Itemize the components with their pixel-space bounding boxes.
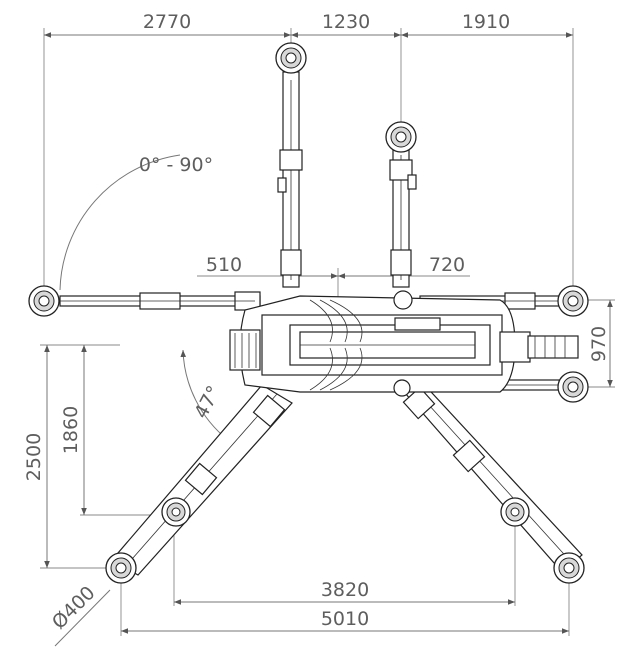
dim-inner-right: 720 bbox=[429, 254, 465, 276]
vertical-outrigger-right bbox=[389, 149, 417, 288]
pad-top-right-vertical bbox=[385, 121, 417, 153]
pad-bottom-right-inner bbox=[500, 497, 530, 527]
pad-left bbox=[28, 285, 60, 317]
horizontal-outrigger-left bbox=[59, 291, 261, 311]
dim-top-left: 2770 bbox=[143, 11, 191, 33]
dimension-lines bbox=[44, 32, 613, 647]
machine bbox=[59, 71, 583, 576]
dim-left-inner-vertical: 1860 bbox=[60, 406, 82, 454]
chassis bbox=[229, 290, 579, 397]
dim-bottom-outer: 5010 bbox=[321, 608, 369, 630]
diagonal-outrigger-right bbox=[396, 379, 583, 573]
extension-lines bbox=[40, 28, 615, 636]
angle-leg: 47° bbox=[190, 382, 225, 422]
dim-bottom-inner: 3820 bbox=[321, 579, 369, 601]
pad-right-lower bbox=[557, 371, 589, 403]
dim-left-outer-vertical: 2500 bbox=[23, 433, 45, 481]
pad-right-upper bbox=[557, 285, 589, 317]
outrigger-pads bbox=[28, 42, 589, 584]
dim-top-mid: 1230 bbox=[322, 11, 370, 33]
dim-right-vertical: 970 bbox=[588, 326, 610, 362]
angle-slew-range: 0° - 90° bbox=[139, 154, 213, 176]
vertical-outrigger-left bbox=[277, 71, 303, 288]
pad-top-left-vertical bbox=[275, 42, 307, 74]
pad-bottom-right-outer bbox=[553, 552, 585, 584]
dim-top-right: 1910 bbox=[462, 11, 510, 33]
dim-inner-left: 510 bbox=[206, 254, 242, 276]
diagonal-outrigger-left bbox=[111, 384, 293, 576]
pad-bottom-left-outer bbox=[105, 552, 137, 584]
pad-bottom-left-inner bbox=[161, 497, 191, 527]
